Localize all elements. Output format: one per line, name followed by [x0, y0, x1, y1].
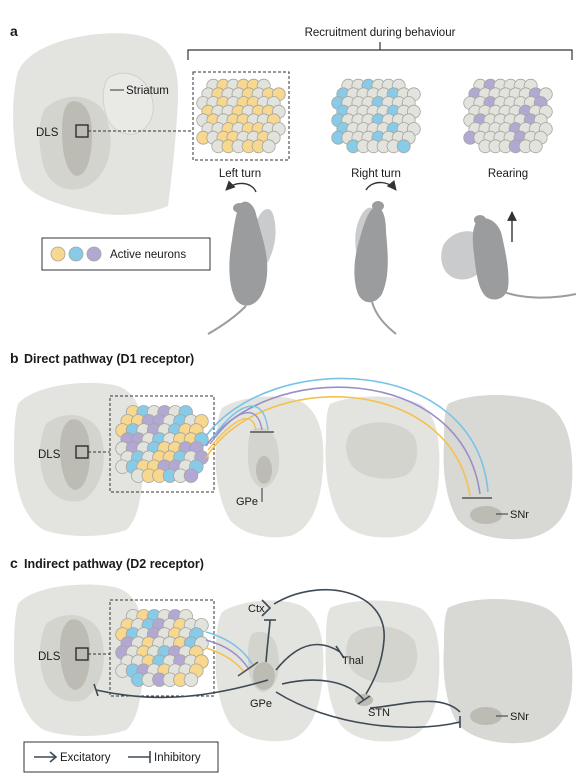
direct-zoom-box — [109, 395, 215, 493]
neuron-cell — [528, 139, 543, 154]
recruitment-bracket — [187, 49, 573, 60]
indirect-pathway-purple — [205, 639, 249, 669]
panel-b: b Direct pathway (D1 receptor) DLS — [10, 350, 573, 540]
thal-label: Thal — [342, 655, 363, 667]
gpe-to-dls-line — [95, 679, 269, 699]
right-turn-arrow-icon — [365, 180, 397, 191]
direct-collateral-purple — [209, 412, 263, 445]
brain-section-b4 — [443, 395, 573, 540]
neuron-cluster-indirect — [115, 609, 209, 687]
dls-label-b: DLS — [38, 449, 61, 461]
gpe-label-b: GPe — [236, 496, 258, 508]
indirect-pathway-blue — [205, 631, 253, 665]
brain-section-b1 — [14, 382, 145, 536]
direct-collateral-yellow — [207, 417, 257, 451]
left-turn-zoom-box — [192, 71, 290, 161]
dls-inhibitory-bar-c — [93, 683, 99, 697]
dls-label-c: DLS — [38, 651, 61, 663]
ctx-excitatory-chevron — [261, 599, 272, 617]
legend-yellow-neuron-icon — [50, 246, 66, 262]
snr-label-c: SNr — [510, 711, 529, 723]
stn-label: STN — [368, 707, 390, 719]
legend-purple-neuron-icon — [86, 246, 102, 262]
panel-a-letter: a — [10, 23, 18, 39]
legend-excitatory-label: Excitatory — [60, 752, 111, 764]
rat-left-turn-icon — [207, 201, 276, 335]
panel-b-letter: b — [10, 350, 19, 366]
excitatory-legend-icon — [34, 751, 58, 763]
brain-section-c4 — [443, 599, 573, 744]
indirect-circuit — [93, 588, 461, 729]
brain-section-b3 — [325, 396, 440, 538]
ctx-label: Ctx — [248, 603, 265, 615]
inhibitory-legend-icon — [128, 751, 151, 763]
neuron-cluster-rearing — [463, 78, 553, 154]
neuron-cluster-direct — [115, 405, 209, 483]
ctx-to-stn-loop — [273, 588, 385, 695]
recruitment-header: Recruitment during behaviour — [305, 27, 456, 39]
behaviour-label-right-turn: Right turn — [351, 168, 401, 180]
striatum-label: Striatum — [126, 85, 169, 97]
gpe-to-snr-line — [275, 691, 461, 729]
panel-a: a Striatum DLS Recruitment during behavi… — [10, 23, 577, 335]
panel-c: c Indirect pathway (D2 receptor) DLS — [10, 555, 573, 773]
rat-rearing-icon — [441, 215, 577, 300]
panel-c-letter: c — [10, 555, 18, 571]
stn-to-snr-line — [369, 700, 461, 713]
neuron-cell — [183, 672, 199, 687]
neuron-cluster-left-turn — [196, 78, 286, 154]
direct-pathway-yellow — [205, 396, 471, 497]
direct-pathway-blue — [205, 377, 489, 493]
legend-inhibitory-label: Inhibitory — [154, 752, 201, 764]
gpe-to-thal-line — [275, 643, 341, 671]
gpe-to-stn-line — [281, 679, 365, 701]
gpe-inhibitory-bar-c — [237, 661, 259, 677]
direct-collateral-blue — [211, 405, 269, 439]
neuron-cell — [396, 139, 411, 154]
indirect-zoom-box — [109, 599, 215, 697]
neuron-cell — [183, 468, 199, 483]
thal-inhibitory-bar-c — [335, 645, 345, 659]
left-turn-arrow-icon — [225, 180, 257, 193]
dls-label-a: DLS — [36, 127, 59, 139]
ctx-to-gpe-line — [265, 619, 271, 663]
brain-section-b2 — [215, 396, 324, 538]
stn-inhibitory-bar-c — [357, 695, 371, 705]
brain-section-c2 — [215, 600, 324, 742]
behaviour-label-left-turn: Left turn — [219, 168, 261, 180]
neuron-cell — [261, 139, 276, 154]
snr-label-b: SNr — [510, 509, 529, 521]
neuron-cluster-right-turn — [331, 78, 421, 154]
rat-right-turn-icon — [354, 201, 397, 335]
gpe-label-c: GPe — [250, 698, 272, 710]
panel-b-title: Direct pathway (D1 receptor) — [24, 352, 194, 366]
legend-active-neurons-label: Active neurons — [110, 249, 186, 261]
panel-c-title: Indirect pathway (D2 receptor) — [24, 557, 204, 571]
behaviour-label-rearing: Rearing — [488, 168, 528, 180]
indirect-pathway-yellow — [205, 647, 245, 673]
brain-section-a — [13, 33, 179, 215]
legend-blue-neuron-icon — [68, 246, 84, 262]
